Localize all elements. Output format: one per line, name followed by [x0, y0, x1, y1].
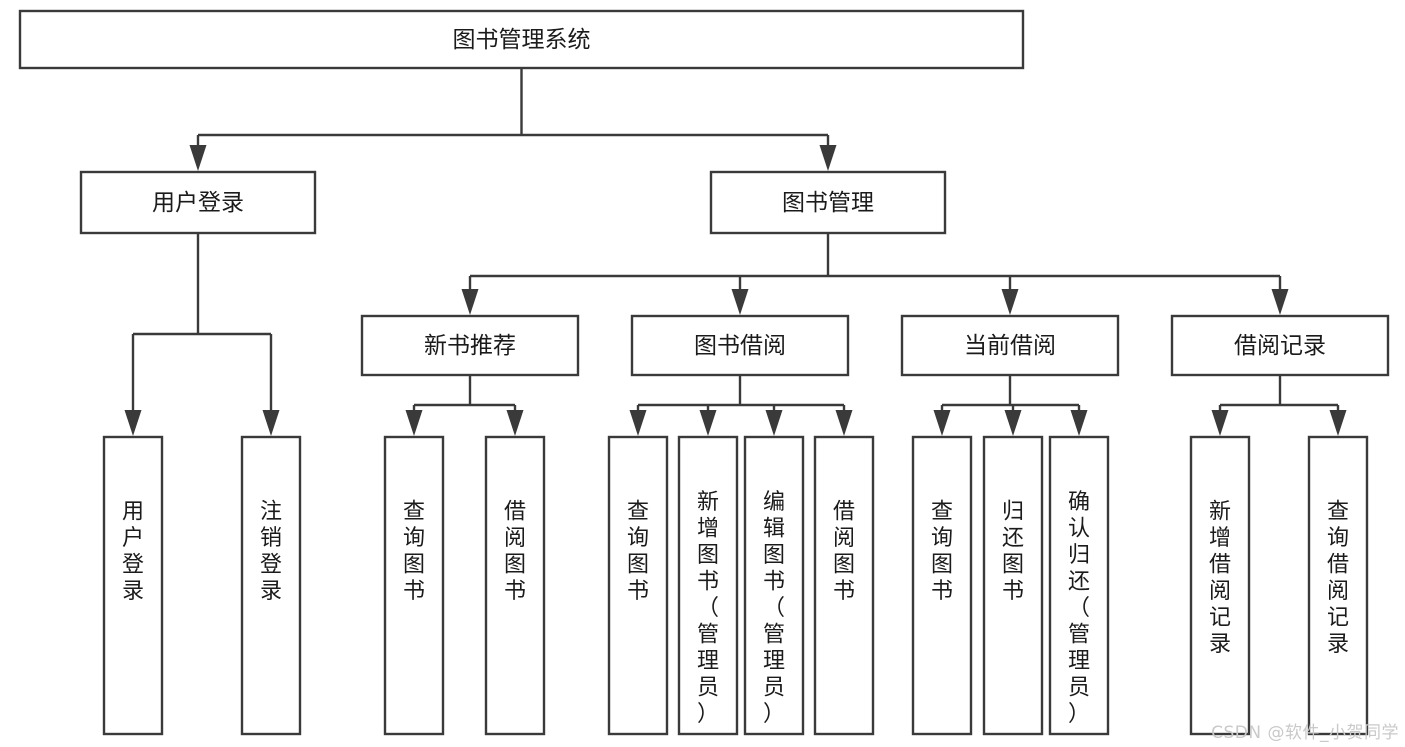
node-label: 图书管理: [782, 190, 874, 216]
node-label: 图书借阅: [694, 333, 786, 359]
arrow-head-icon: [1329, 410, 1347, 436]
node-box: [982, 435, 1044, 736]
node-label: 注销登录: [260, 499, 282, 604]
node-leaf-return-book[interactable]: 归还图书: [982, 435, 1044, 736]
connector-layer: [124, 68, 1347, 436]
node-label: 借阅记录: [1234, 333, 1326, 359]
arrow-head-icon: [506, 410, 524, 436]
arrow-head-icon: [933, 410, 951, 436]
arrow-head-icon: [1004, 410, 1022, 436]
node-label: 新书推荐: [424, 333, 516, 359]
node-box: [1307, 435, 1369, 736]
node-box: [240, 435, 302, 736]
node-box: [360, 314, 580, 377]
node-label: 查询图书: [403, 499, 425, 604]
node-box: [630, 314, 850, 377]
node-leaf-logout[interactable]: 注销登录: [240, 435, 302, 736]
node-box: [911, 435, 973, 736]
node-new-book-rec[interactable]: 新书推荐: [360, 314, 580, 377]
arrow-head-icon: [629, 410, 647, 436]
node-current-borrow[interactable]: 当前借阅: [900, 314, 1120, 377]
node-label: 归还图书: [1002, 499, 1024, 604]
node-label: 确认归还（管理员）: [1068, 490, 1090, 727]
arrow-head-icon: [819, 145, 837, 171]
node-leaf-query-book-3[interactable]: 查询图书: [911, 435, 973, 736]
node-box: [607, 435, 669, 736]
arrow-head-icon: [835, 410, 853, 436]
node-box: [484, 435, 546, 736]
node-box: [743, 435, 805, 736]
node-root[interactable]: 图书管理系统: [18, 9, 1025, 70]
node-leaf-add-record[interactable]: 新增借阅记录: [1189, 435, 1251, 736]
node-label: 查询图书: [627, 499, 649, 604]
arrow-head-icon: [1271, 289, 1289, 315]
node-leaf-borrow-book-1[interactable]: 借阅图书: [484, 435, 546, 736]
node-borrow-record[interactable]: 借阅记录: [1170, 314, 1390, 377]
csdn-watermark: CSDN @软件_小贺同学: [1211, 723, 1399, 743]
node-user-login[interactable]: 用户登录: [79, 170, 317, 235]
arrow-head-icon: [1211, 410, 1229, 436]
node-box: [102, 435, 164, 736]
arrow-head-icon: [1070, 410, 1088, 436]
node-leaf-query-book-2[interactable]: 查询图书: [607, 435, 669, 736]
node-box: [1048, 435, 1110, 736]
node-box: [383, 435, 445, 736]
node-box: [18, 9, 1025, 70]
node-box: [1170, 314, 1390, 377]
node-label: 用户登录: [122, 499, 144, 604]
arrow-head-icon: [405, 410, 423, 436]
node-box: [79, 170, 317, 235]
node-leaf-confirm-return[interactable]: 确认归还（管理员）: [1048, 435, 1110, 736]
node-label: 用户登录: [152, 190, 244, 216]
node-layer: 图书管理系统用户登录图书管理新书推荐图书借阅当前借阅借阅记录用户登录注销登录查询…: [18, 9, 1390, 736]
node-book-manage[interactable]: 图书管理: [709, 170, 947, 235]
node-box: [900, 314, 1120, 377]
arrow-head-icon: [124, 410, 142, 436]
node-box: [1189, 435, 1251, 736]
arrow-head-icon: [262, 410, 280, 436]
node-leaf-query-book-1[interactable]: 查询图书: [383, 435, 445, 736]
arrow-head-icon: [699, 410, 717, 436]
arrow-head-icon: [731, 289, 749, 315]
node-leaf-borrow-book-2[interactable]: 借阅图书: [813, 435, 875, 736]
node-box: [813, 435, 875, 736]
node-label: 查询借阅记录: [1327, 499, 1349, 657]
node-leaf-user-login[interactable]: 用户登录: [102, 435, 164, 736]
node-label: 新增借阅记录: [1209, 499, 1231, 657]
node-box: [677, 435, 739, 736]
node-label: 查询图书: [931, 499, 953, 604]
node-leaf-add-book[interactable]: 新增图书（管理员）: [677, 435, 739, 736]
node-leaf-query-record[interactable]: 查询借阅记录: [1307, 435, 1369, 736]
arrow-head-icon: [1001, 289, 1019, 315]
node-label: 当前借阅: [964, 333, 1056, 359]
node-label: 借阅图书: [504, 499, 526, 604]
node-label: 新增图书（管理员）: [697, 490, 719, 727]
node-leaf-edit-book[interactable]: 编辑图书（管理员）: [743, 435, 805, 736]
node-box: [709, 170, 947, 235]
arrow-head-icon: [189, 145, 207, 171]
arrow-head-icon: [461, 289, 479, 315]
node-book-borrow[interactable]: 图书借阅: [630, 314, 850, 377]
node-label: 编辑图书（管理员）: [763, 490, 785, 727]
node-label: 借阅图书: [833, 499, 855, 604]
node-label: 图书管理系统: [453, 27, 591, 53]
arrow-head-icon: [765, 410, 783, 436]
